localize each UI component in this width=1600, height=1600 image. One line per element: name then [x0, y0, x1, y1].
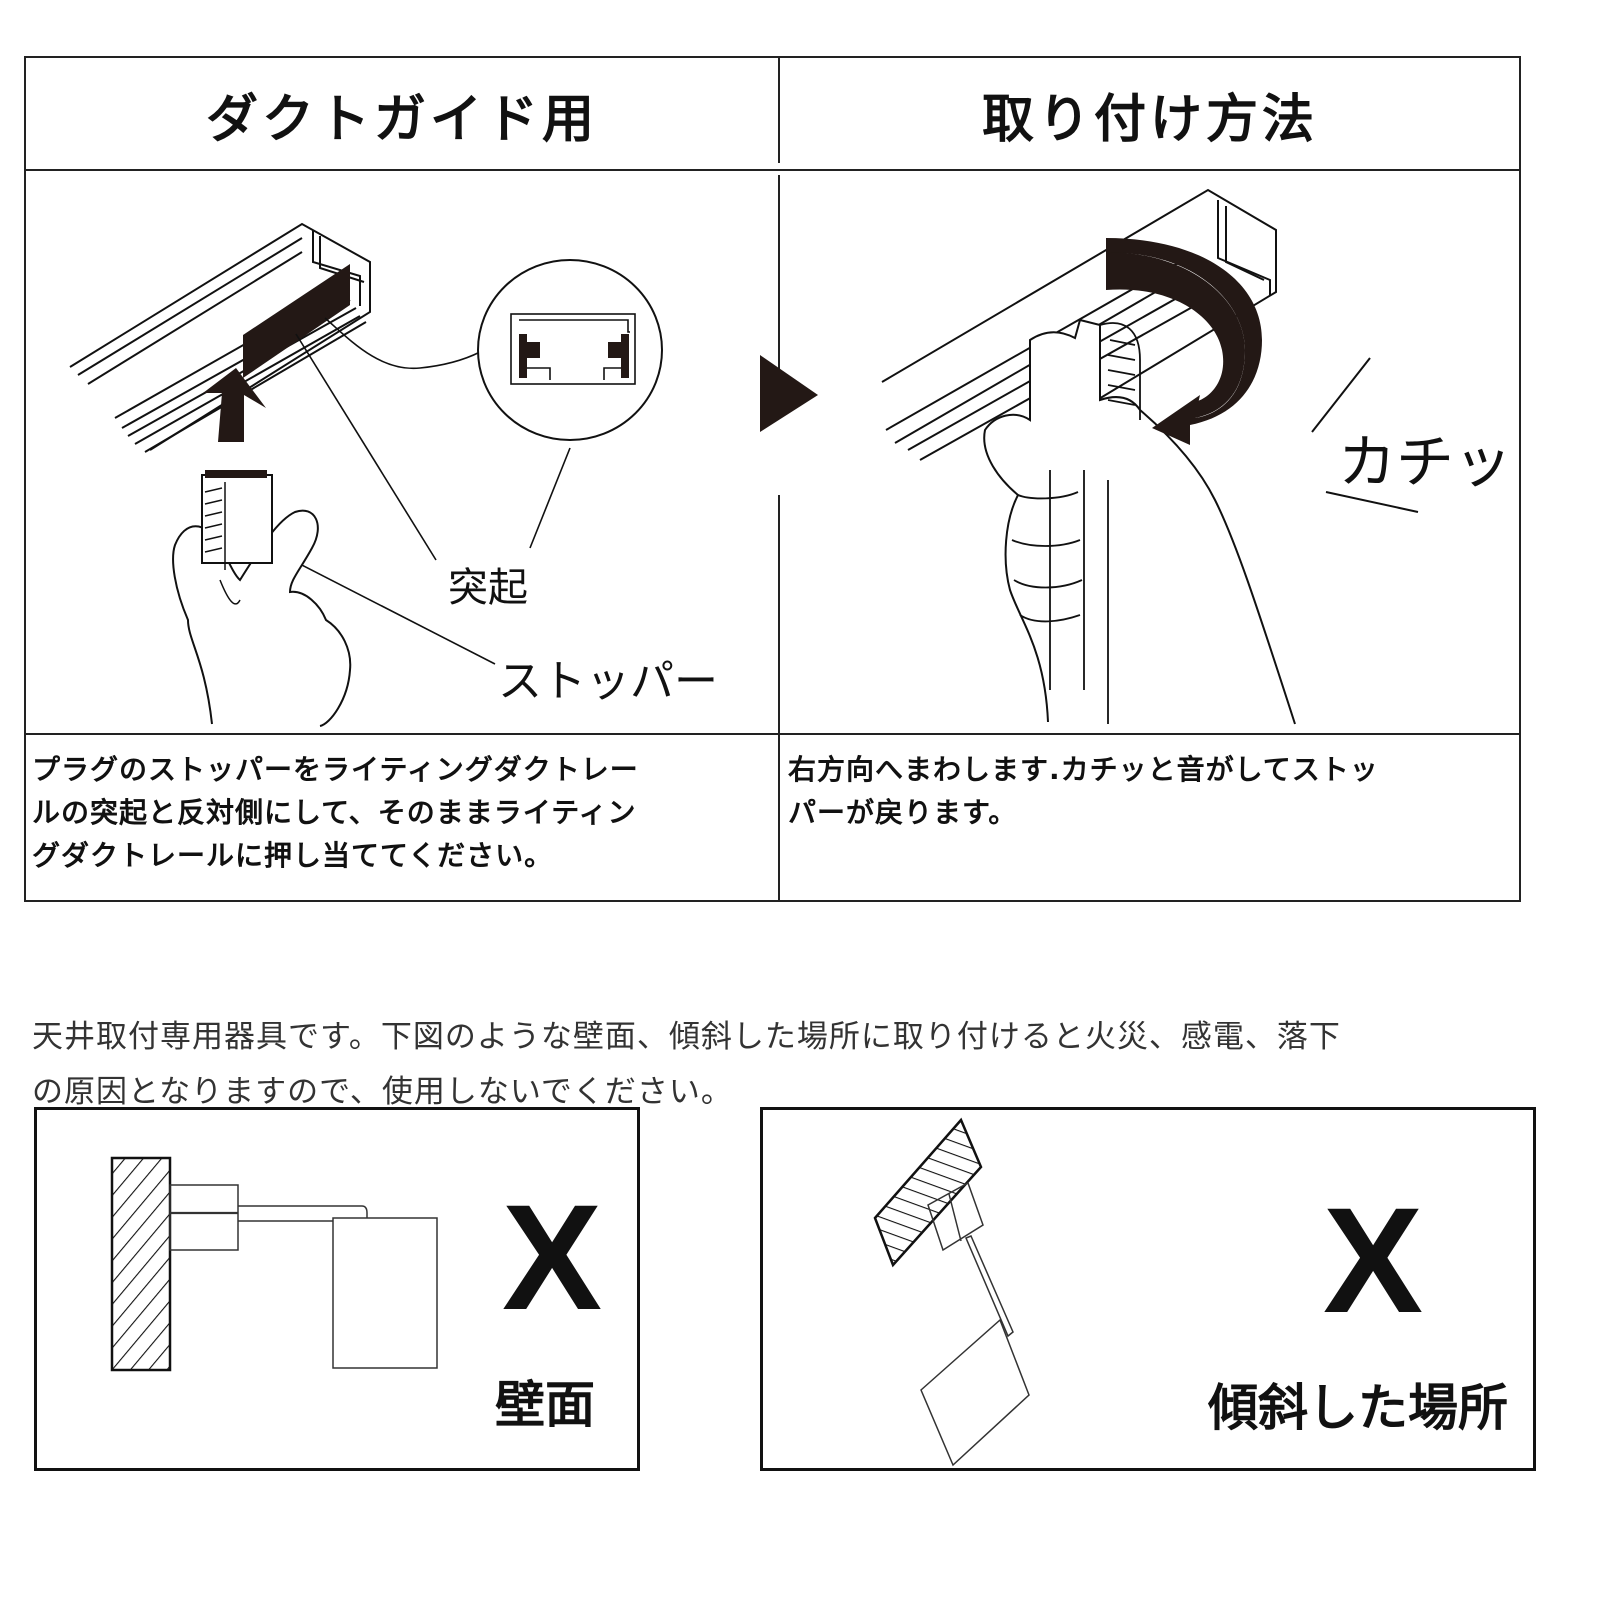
rail-insert-illustration — [69, 222, 818, 727]
wall-label: 壁面 — [495, 1376, 595, 1434]
header-duct-guide: ダクトガイド用 — [205, 90, 598, 150]
click-sound-label: カチッ — [1338, 428, 1513, 496]
step-arrow-icon — [760, 355, 818, 432]
caption-divider — [26, 733, 1519, 735]
right-caption-line: 右方向へまわします.カチッと音がしてストッ — [788, 753, 1379, 786]
left-caption-line: グダクトレールに押し当ててください。 — [32, 839, 554, 872]
column-divider-bottom — [778, 495, 780, 900]
inclined-mount-diagram — [873, 1117, 1030, 1467]
left-caption-line: プラグのストッパーをライティングダクトレー — [32, 753, 639, 786]
inclined-location-label: 傾斜した場所 — [1208, 1379, 1508, 1437]
column-divider-mid — [778, 175, 780, 405]
header-installation-method: 取り付け方法 — [981, 90, 1318, 150]
right-caption-line: パーが戻ります。 — [788, 796, 1018, 829]
protrusion-label: 突起 — [448, 565, 528, 611]
notice-line: 天井取付専用器具です。下図のような壁面、傾斜した場所に取り付けると火災、感電、落… — [32, 1019, 1341, 1055]
prohibited-x-icon: X — [502, 1173, 603, 1341]
column-divider-top — [778, 58, 780, 163]
left-caption: プラグのストッパーをライティングダクトレー ルの突起と反対側にして、そのままライ… — [32, 748, 777, 877]
header-divider — [26, 169, 1519, 171]
instruction-table: ダクトガイド用 取り付け方法 プラグのストッパーをライティングダクトレー ルの突… — [24, 56, 1521, 902]
rail-twist-illustration — [881, 188, 1419, 725]
left-caption-line: ルの突起と反対側にして、そのままライティン — [32, 796, 637, 829]
ceiling-only-notice: 天井取付専用器具です。下図のような壁面、傾斜した場所に取り付けると火災、感電、落… — [32, 1010, 1600, 1120]
warning-box-wall: X 壁面 — [34, 1107, 640, 1471]
warning-box-inclined: X 傾斜した場所 — [760, 1107, 1536, 1471]
wall-mount-diagram — [110, 1156, 438, 1372]
stopper-label: ストッパー — [498, 656, 718, 707]
notice-line: の原因となりますので、使用しないでください。 — [32, 1074, 733, 1110]
prohibited-x-icon: X — [1323, 1176, 1424, 1344]
right-caption: 右方向へまわします.カチッと音がしてストッ パーが戻ります。 — [788, 748, 1516, 834]
